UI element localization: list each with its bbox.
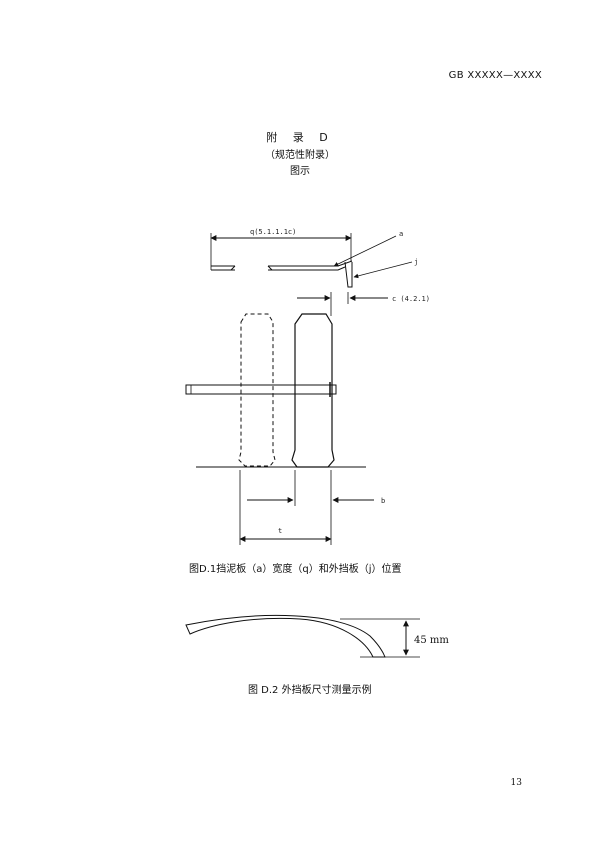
fender-profile bbox=[185, 614, 386, 658]
label-t: t bbox=[278, 527, 282, 535]
label-j: j bbox=[414, 258, 418, 266]
mudguard-plate-right bbox=[267, 260, 353, 271]
tyre-dashed bbox=[238, 313, 276, 467]
leader-a bbox=[333, 235, 397, 267]
axle bbox=[185, 384, 337, 395]
label-a: a bbox=[399, 230, 403, 238]
label-45mm: 45 mm bbox=[414, 635, 449, 646]
annex-subtitle: 图示 bbox=[290, 166, 310, 177]
standard-code: GB XXXXX—XXXX bbox=[448, 70, 542, 81]
label-b: b bbox=[381, 497, 385, 505]
leader-j bbox=[353, 261, 413, 279]
page-number: 13 bbox=[510, 778, 522, 788]
outer-flap bbox=[344, 261, 353, 288]
figure-d1-caption: 图D.1挡泥板（a）宽度（q）和外挡板（j）位置 bbox=[189, 564, 402, 575]
mudguard-plate-left bbox=[211, 265, 236, 271]
label-q: q(5.1.1.1c) bbox=[250, 228, 296, 236]
label-c: c (4.2.1) bbox=[392, 295, 430, 303]
annex-type: （规范性附录） bbox=[265, 150, 335, 161]
tyre-solid bbox=[291, 313, 335, 468]
annex-title: 附 录 D bbox=[266, 131, 334, 144]
figure-d2-caption: 图 D.2 外挡板尺寸测量示例 bbox=[248, 685, 372, 696]
